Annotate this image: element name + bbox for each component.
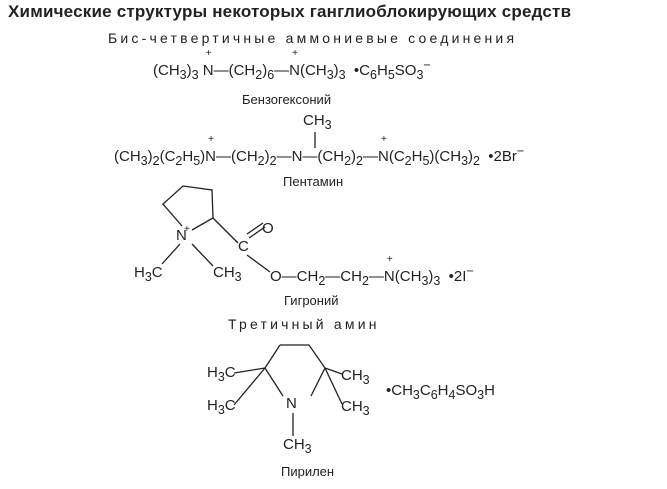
hygronium-methyl-left: H3C	[134, 264, 163, 284]
section-heading-tertiary-amine: Третичный амин	[228, 316, 380, 332]
pirilene-n-methyl: CH3	[283, 436, 312, 456]
hygronium-chain: O—CH2—CH2—N+(CH3)3 •2I−	[270, 254, 474, 288]
pirilene-methyl-upper-left: H3C	[207, 364, 236, 384]
hygronium-nitrogen-charge: +	[184, 224, 190, 235]
pirilene-methyl-lower-left: H3C	[207, 397, 236, 417]
pirilene-methyl-upper-right: CH3	[341, 367, 370, 387]
benzohexonium-formula: (CH3)3 N+—(CH2)6—N+(CH3)3 •C6H5SO3−	[153, 48, 431, 82]
pirilene-ring-nitrogen: N	[286, 395, 297, 412]
hygronium-methyl-right: CH3	[213, 264, 242, 284]
hygronium-carbonyl-oxygen: O	[262, 220, 274, 237]
page-title: Химические структуры некоторых ганглиобл…	[8, 2, 572, 21]
pirilene-name: Пирилен	[281, 464, 335, 479]
pentamine-methyl-label: CH3	[303, 112, 332, 132]
hygronium-carbonyl-carbon: C	[238, 238, 249, 255]
hygronium-ring-nitrogen: N	[176, 227, 187, 244]
pirilene-salt: •CH3C6H4SO3H	[386, 382, 495, 402]
benzohexonium-name: Бензогексоний	[242, 92, 332, 107]
hygronium-name: Гигроний	[284, 293, 339, 308]
section-heading-bis-quaternary: Бис-четвертичные аммониевые соединения	[108, 30, 518, 46]
pentamine-formula: (CH3)2(C2H5)N+—(CH2)2—N—(CH2)2—N+(C2H5)(…	[114, 134, 525, 168]
pentamine-name: Пентамин	[283, 174, 344, 189]
pirilene-methyl-lower-right: CH3	[341, 398, 370, 418]
